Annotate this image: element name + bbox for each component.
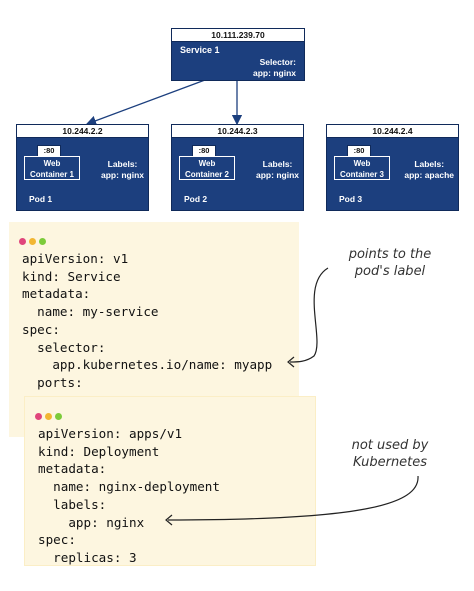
code-line: app.kubernetes.io/name: myapp	[22, 357, 273, 373]
code-line: apiVersion: v1	[22, 251, 129, 266]
container-port: :80	[192, 145, 216, 157]
arrowhead-labels	[165, 514, 173, 526]
pod-labels-value: app: nginx	[256, 170, 299, 180]
pod-labels-title: Labels:	[262, 159, 293, 169]
code-line: name: nginx-deployment	[38, 479, 220, 495]
annotation-line: Kubernetes	[352, 455, 428, 470]
container-label-line2: Container 2	[184, 170, 229, 179]
diagram-arrows	[85, 79, 243, 126]
deployment-yaml-code: apiVersion: apps/v1 kind: Deployment metad…	[38, 425, 220, 567]
pod-ip: 10.244.2.3	[172, 125, 303, 138]
green-dot-icon	[39, 238, 46, 245]
pod-labels-title: Labels:	[414, 159, 445, 169]
code-line: ports:	[22, 374, 83, 390]
pod-labels: Labels: app: nginx	[256, 159, 299, 181]
code-line: name: my-service	[22, 304, 159, 320]
service-box: 10.111.239.70 Service 1 Selector: app: n…	[171, 28, 305, 81]
annotation-not-used: not used by Kubernetes	[335, 437, 445, 471]
code-line: app: nginx	[38, 514, 145, 530]
yellow-dot-icon	[45, 413, 52, 420]
deployment-yaml-card: apiVersion: apps/v1 kind: Deployment metad…	[25, 397, 315, 565]
annotation-line: points to the	[348, 247, 432, 262]
pod-labels-value: app: nginx	[101, 170, 144, 180]
window-dots	[19, 232, 49, 250]
curve-arrow-to-labels	[167, 475, 419, 521]
service-selector-value: app: nginx	[253, 68, 296, 78]
pod-labels-title: Labels:	[107, 159, 138, 169]
pod-labels: Labels: app: nginx	[101, 159, 144, 181]
container-label-line1: Web	[353, 159, 371, 168]
code-line: apiVersion: apps/v1	[38, 426, 183, 441]
red-dot-icon	[19, 238, 26, 245]
pod-ip: 10.244.2.2	[17, 125, 148, 138]
code-line: kind: Deployment	[38, 443, 160, 459]
annotation-points-to-label: points to the pod's label	[330, 246, 450, 280]
code-line: spec:	[38, 532, 76, 548]
pod-name: Pod 3	[339, 194, 363, 204]
pod-labels: Labels: app: apache	[404, 159, 454, 181]
red-dot-icon	[35, 413, 42, 420]
pod-box-1: 10.244.2.2 :80 Web Container 1 Labels: a…	[16, 124, 149, 211]
pod-box-3: 10.244.2.4 :80 Web Container 3 Labels: a…	[326, 124, 459, 211]
container-label-line1: Web	[43, 159, 61, 168]
service-selector: Selector: app: nginx	[253, 57, 296, 79]
code-line: spec:	[22, 321, 60, 337]
web-container: Web Container 3	[334, 156, 390, 180]
container-label-line2: Container 1	[29, 170, 74, 179]
window-dots	[35, 407, 65, 425]
green-dot-icon	[55, 413, 62, 420]
web-container: Web Container 2	[179, 156, 235, 180]
curve-arrow-to-selector	[289, 267, 329, 363]
web-container: Web Container 1	[24, 156, 80, 180]
annotation-line: not used by	[351, 438, 429, 453]
code-line: replicas: 3	[38, 549, 137, 565]
pod-name: Pod 1	[29, 194, 53, 204]
container-label-line1: Web	[198, 159, 216, 168]
code-line: labels:	[38, 496, 107, 512]
annotation-line: pod's label	[354, 264, 426, 279]
code-line: metadata:	[22, 286, 91, 302]
service-ip: 10.111.239.70	[172, 29, 304, 42]
arrowhead-selector	[287, 356, 295, 368]
code-line: metadata:	[38, 461, 107, 477]
pod-labels-value: app: apache	[404, 170, 454, 180]
pod-ip: 10.244.2.4	[327, 125, 458, 138]
yellow-dot-icon	[29, 238, 36, 245]
code-line: kind: Service	[22, 268, 121, 284]
service-name: Service 1	[180, 45, 220, 55]
arrow-service-to-pod1	[85, 79, 206, 126]
container-label-line2: Container 3	[339, 170, 384, 179]
service-selector-title: Selector:	[259, 57, 296, 67]
pod-name: Pod 2	[184, 194, 208, 204]
pod-box-2: 10.244.2.3 :80 Web Container 2 Labels: a…	[171, 124, 304, 211]
code-line: selector:	[22, 339, 106, 355]
